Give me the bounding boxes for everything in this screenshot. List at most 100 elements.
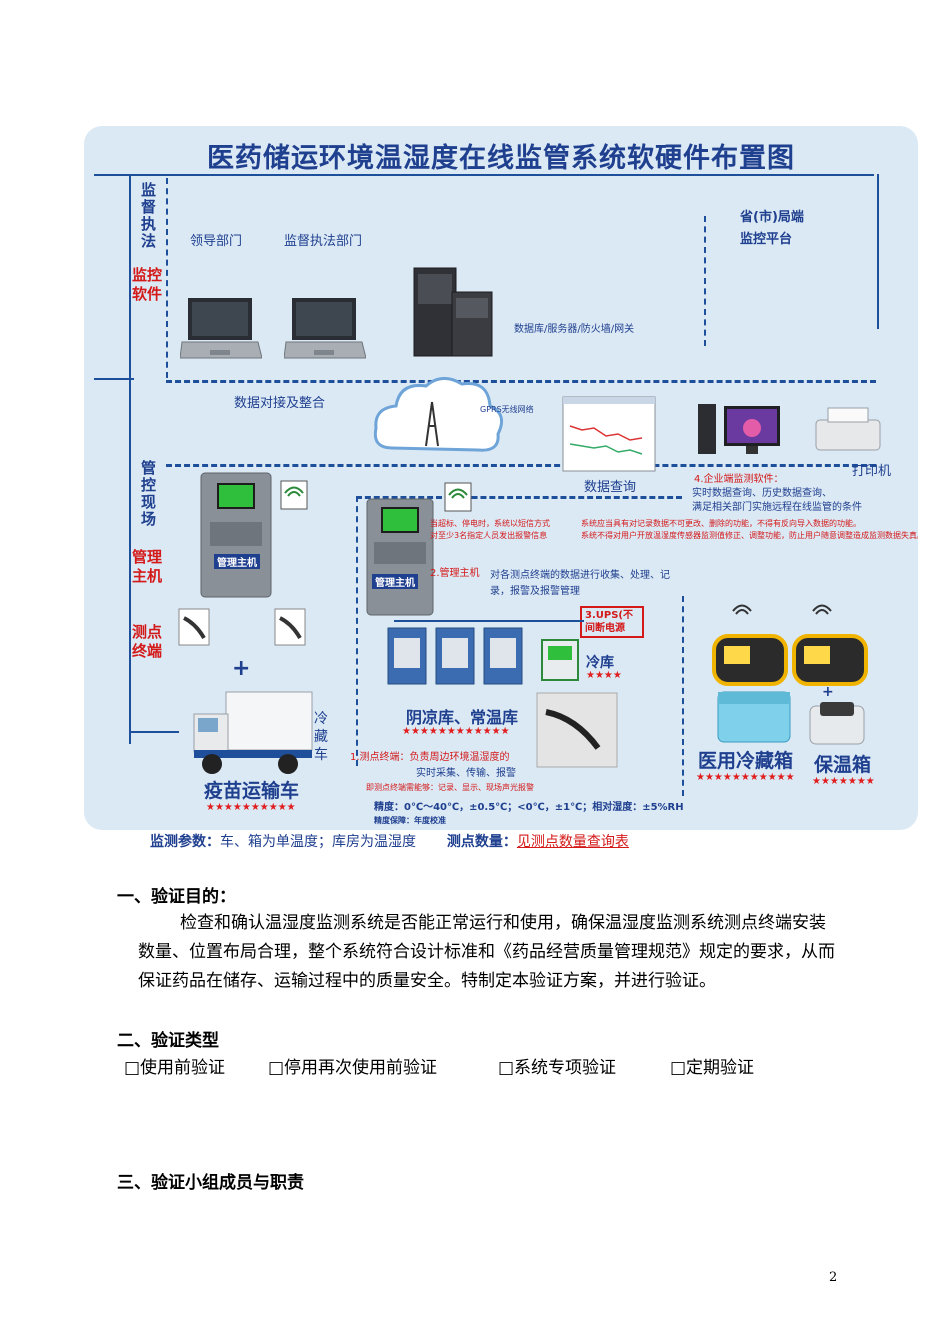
terminal-connector	[129, 731, 179, 733]
terminal-functions: 即测点终端需能够：记录、显示、现场声光报警	[366, 783, 534, 792]
label-gprs-network: GPRS无线网络	[480, 405, 534, 414]
gprs-icon	[732, 604, 752, 615]
option-reuse[interactable]: □停用再次使用前验证	[268, 1058, 438, 1078]
enterprise-software-line1: 实时数据查询、历史数据查询、	[692, 488, 832, 499]
thermo-hygrometer-icon	[483, 627, 523, 685]
divider-left	[129, 174, 131, 744]
host-label-2: 管理主机	[372, 574, 418, 589]
desktop-pc-icon	[698, 404, 780, 454]
terminal-title: 1.测点终端：负责周边环境温湿度的	[350, 752, 510, 763]
dash-integration-top	[166, 380, 876, 383]
param-value: 车、箱为单温度；库房为温湿度	[220, 834, 416, 850]
laptop-icon	[180, 298, 262, 359]
divider-section	[94, 378, 134, 380]
cold-storage-stars: ★★★★	[586, 670, 622, 681]
ups-box: 3.UPS(不间断电源	[580, 606, 644, 638]
insulated-box-stars: ★★★★★★★	[812, 776, 875, 787]
host2-desc-2: 录，报警及报警管理	[490, 586, 580, 597]
alarm-note-1: 当超标、停电时，系统以短信方式	[430, 519, 550, 528]
enterprise-software-line2: 满足相关部门实施远程在线监管的条件	[692, 502, 862, 513]
label-province-2: 监控平台	[740, 232, 793, 247]
cold-storage-sensor-icon	[541, 639, 579, 681]
sensor-probe-icon	[178, 608, 210, 646]
section-heading-team: 三、验证小组成员与职责	[117, 1173, 304, 1193]
precision: 精度：0℃～40℃，±0.5℃；<0℃，±1℃；相对湿度：±5%RH	[374, 802, 684, 813]
option-special[interactable]: □系统专项验证	[498, 1058, 617, 1078]
dash-integration-bottom	[166, 464, 876, 467]
section-heading-type: 二、验证类型	[117, 1031, 219, 1051]
purpose-text: 检查和确认温湿度监测系统是否能正常运行和使用，确保温湿度监测系统测点终端安装数量…	[138, 913, 835, 991]
label-leader-dept: 领导部门	[190, 234, 243, 249]
label-insulated-box: 保温箱	[814, 754, 872, 776]
label-refrigerated-truck: 冷藏车	[314, 711, 328, 763]
thermo-hygrometer-icon	[435, 627, 475, 685]
label-province-1: 省(市)局端	[740, 210, 804, 225]
diagram-footer: 监测参数：车、箱为单温度；库房为温湿度 测点数量：见测点数量查询表	[150, 831, 629, 851]
server-icon	[413, 267, 493, 357]
label-printer: 打印机	[852, 464, 892, 479]
label-enforcement-dept: 监督执法部门	[284, 234, 363, 249]
label-management-host: 管理主机	[132, 548, 163, 585]
count-link[interactable]: 见测点数量查询表	[516, 834, 629, 850]
label-supervision: 监督执法	[139, 182, 157, 250]
diagram-title: 医药储运环境温湿度在线监管系统软硬件布置图	[207, 143, 795, 174]
temperature-logger-icon	[792, 634, 868, 686]
label-terminal: 测点终端	[132, 623, 163, 660]
terminal-line2: 实时采集、传输、报警	[416, 768, 516, 779]
temperature-logger-icon	[712, 634, 788, 686]
management-host-device	[366, 498, 434, 616]
label-medical-cooler: 医用冷藏箱	[698, 750, 794, 772]
option-periodic[interactable]: □定期验证	[670, 1058, 755, 1078]
dash-supervision	[166, 178, 168, 378]
dash-host-top	[356, 496, 682, 499]
section-body-purpose: 检查和确认温湿度监测系统是否能正常运行和使用，确保温湿度监测系统测点终端安装数量…	[138, 909, 838, 996]
dash-right-area	[682, 596, 684, 796]
alarm-note-2: 对至少3名指定人员发出报警信息	[430, 531, 548, 540]
chart-window-icon	[562, 396, 656, 472]
divider-right	[877, 174, 879, 329]
label-cool-storage: 阴凉库、常温库	[406, 708, 519, 727]
plus-sign: +	[232, 656, 251, 681]
printer-icon	[815, 407, 881, 451]
page-number: 2	[829, 1270, 838, 1285]
param-key: 监测参数：	[150, 834, 220, 850]
precision-assurance: 精度保障：年度校准	[374, 816, 446, 825]
host-label-1: 管理主机	[214, 554, 260, 569]
system-note-1: 系统应当具有对记录数据不可更改、删除的功能，不得有反向导入数据的功能。	[581, 519, 861, 528]
label-cold-storage: 冷库	[586, 655, 614, 671]
option-pre-use[interactable]: □使用前验证	[124, 1058, 226, 1078]
count-key: 测点数量：	[446, 834, 517, 850]
gprs-icon	[280, 480, 308, 510]
divider-top	[94, 174, 874, 176]
cloud-icon	[373, 377, 504, 452]
label-server-desc: 数据库/服务器/防火墙/网关	[514, 324, 635, 335]
section-heading-purpose: 一、验证目的：	[117, 887, 236, 907]
cool-storage-stars: ★★★★★★★★★★★★	[402, 726, 510, 737]
label-data-integration: 数据对接及整合	[234, 396, 326, 411]
label-vaccine-truck: 疫苗运输车	[204, 780, 300, 802]
validation-type-options: □使用前验证 □停用再次使用前验证 □系统专项验证 □定期验证	[124, 1053, 754, 1078]
laptop-icon	[284, 298, 366, 359]
insulated-box-icon	[809, 702, 865, 745]
label-monitoring-software: 监控软件	[132, 266, 163, 303]
medical-cooler-stars: ★★★★★★★★★★★	[696, 772, 795, 783]
host2-desc-1: 对各测点终端的数据进行收集、处理、记	[490, 570, 670, 581]
truck-icon	[193, 691, 313, 774]
plus-sign-2: +	[822, 684, 834, 700]
management-host-device	[200, 472, 272, 598]
thermo-hygrometer-icon	[387, 627, 427, 685]
vaccine-truck-stars: ★★★★★★★★★★	[206, 802, 296, 813]
dash-platform	[704, 216, 706, 346]
label-data-query: 数据查询	[584, 480, 637, 495]
enterprise-software-title: 4.企业端监测软件：	[694, 474, 784, 485]
label-site: 管控现场	[139, 460, 157, 528]
probe-photo	[536, 692, 618, 768]
system-layout-diagram: 医药储运环境温湿度在线监管系统软硬件布置图 监督执法 监控软件 管控现场 管理主…	[84, 126, 918, 830]
gprs-icon	[444, 482, 472, 512]
host2-title: 2.管理主机	[430, 568, 480, 579]
sensor-probe-icon	[274, 608, 306, 646]
medical-cooler-icon	[717, 691, 791, 743]
dash-host-area	[356, 496, 358, 766]
system-note-2: 系统不得对用户开放温湿度传感器监测值修正、调整功能，防止用户随意调整造成监测数据…	[581, 531, 918, 540]
terminal-bus	[394, 620, 584, 622]
